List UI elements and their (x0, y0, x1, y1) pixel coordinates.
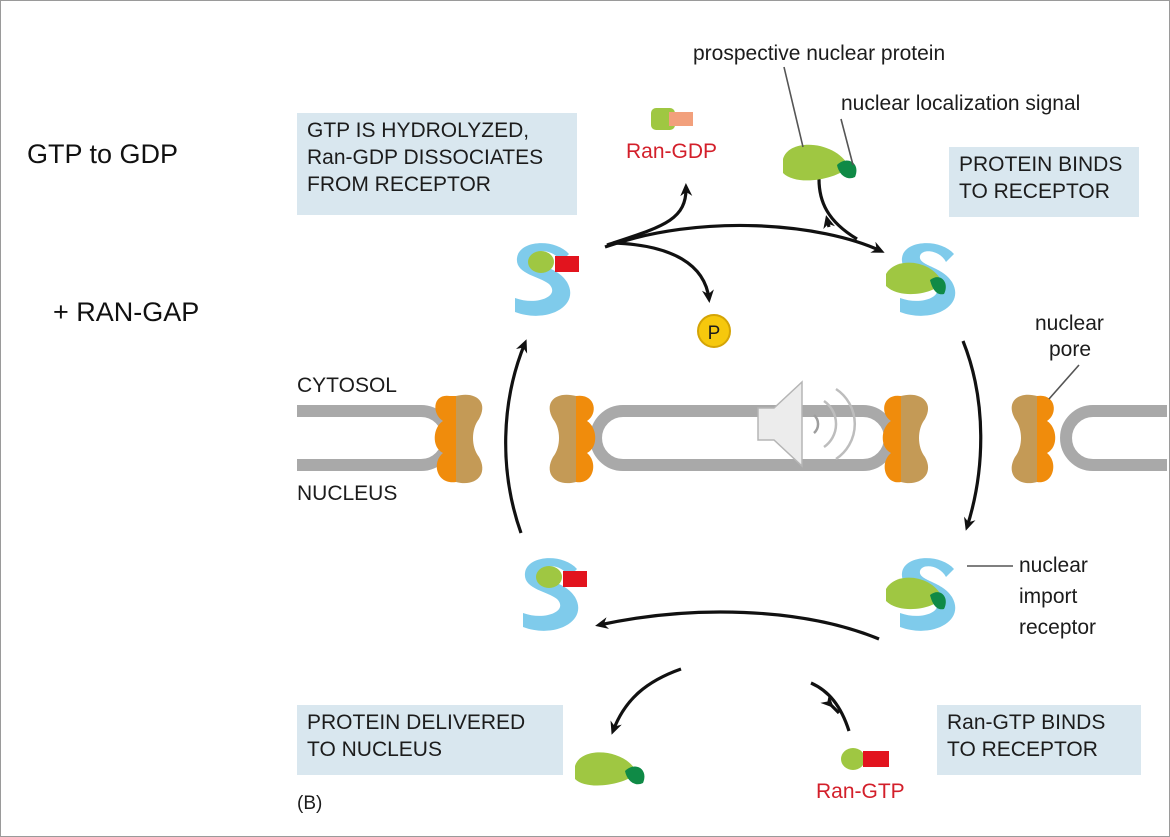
label-panel-b: (B) (297, 793, 323, 814)
receptor-bottom-left (523, 558, 587, 631)
nuclear-envelope (297, 394, 1167, 484)
label-prospective-protein: prospective nuclear protein (693, 42, 946, 65)
leader-prospective-protein (783, 66, 804, 148)
leader-lines (783, 66, 1080, 567)
note-gtp-to-gdp: GTP to GDP (27, 139, 179, 169)
phosphate-label: P (708, 323, 721, 344)
arrow-receptor-export (504, 339, 528, 534)
label-import-receptor-line-2: import (1019, 585, 1078, 608)
label-cytosol: CYTOSOL (297, 374, 397, 397)
arrow-through-pore (961, 340, 983, 531)
arrow-ran-gdp-release (606, 183, 693, 247)
step-box-protein-delivered: PROTEIN DELIVERED TO NUCLEUS (297, 705, 563, 775)
phosphate-marker (697, 314, 731, 348)
step-ran-gtp-line-2: TO RECEPTOR (947, 738, 1098, 761)
pore-center-right (882, 394, 929, 484)
step-delivered-line-1: PROTEIN DELIVERED (307, 711, 526, 734)
label-nuclear-pore-line-1: nuclear (1035, 312, 1104, 335)
step-box-hydrolysis: GTP IS HYDROLYZED, Ran-GDP DISSOCIATES F… (297, 113, 577, 215)
note-ran-gap: + RAN-GAP (53, 297, 200, 327)
arrow-protein-delivered (610, 667, 682, 735)
step-hydrolysis-line-1: GTP IS HYDROLYZED, (307, 119, 530, 142)
arrow-nucleus-bottom (595, 610, 880, 641)
step-binds-line-2: TO RECEPTOR (959, 180, 1110, 203)
step-hydrolysis-line-3: FROM RECEPTOR (307, 173, 491, 196)
membrane-center (590, 405, 896, 471)
arrow-phosphate-release (612, 241, 714, 303)
label-ran-gtp: Ran-GTP (816, 780, 905, 803)
leader-nls (840, 118, 854, 166)
receptor-binding (886, 243, 956, 316)
membrane-right (1060, 405, 1167, 471)
label-ran-gdp: Ran-GDP (626, 140, 718, 163)
arrow-protein-enters (817, 178, 858, 241)
pore-right (1011, 394, 1056, 484)
label-nuclear-localization-signal: nuclear localization signal (841, 92, 1081, 115)
membrane-left (297, 405, 454, 471)
ran-gdp-free (651, 108, 693, 130)
prospective-protein-shape (783, 144, 857, 181)
step-box-protein-binds: PROTEIN BINDS TO RECEPTOR (949, 147, 1139, 217)
pore-center-left (549, 394, 596, 484)
delivered-protein-shape (575, 752, 645, 786)
speaker-icon[interactable] (757, 380, 857, 468)
label-import-receptor-line-1: nuclear (1019, 554, 1088, 577)
step-box-ran-gtp-binds: Ran-GTP BINDS TO RECEPTOR (937, 705, 1141, 775)
step-binds-line-1: PROTEIN BINDS (959, 153, 1123, 176)
arrow-cytosol-to-binding (604, 223, 885, 253)
receptor-nuclear-side (886, 558, 956, 631)
label-nucleus: NUCLEUS (297, 482, 398, 505)
step-hydrolysis-line-2: Ran-GDP DISSOCIATES (307, 146, 544, 169)
label-nuclear-pore-line-2: pore (1049, 338, 1092, 361)
arrow-ran-gtp-enters (810, 681, 851, 732)
pore-left (434, 394, 483, 484)
receptor-top-left (515, 243, 579, 316)
leader-nuclear-pore (1048, 364, 1080, 400)
step-ran-gtp-line-1: Ran-GTP BINDS (947, 711, 1106, 734)
label-import-receptor-line-3: receptor (1019, 616, 1097, 639)
label-nuclear-pore: nuclear pore (1035, 311, 1135, 363)
cycle-arrows (504, 178, 983, 735)
ran-gtp-free (841, 748, 889, 770)
label-import-receptor: nuclear import receptor (1019, 550, 1129, 643)
step-delivered-line-2: TO NUCLEUS (307, 738, 442, 761)
